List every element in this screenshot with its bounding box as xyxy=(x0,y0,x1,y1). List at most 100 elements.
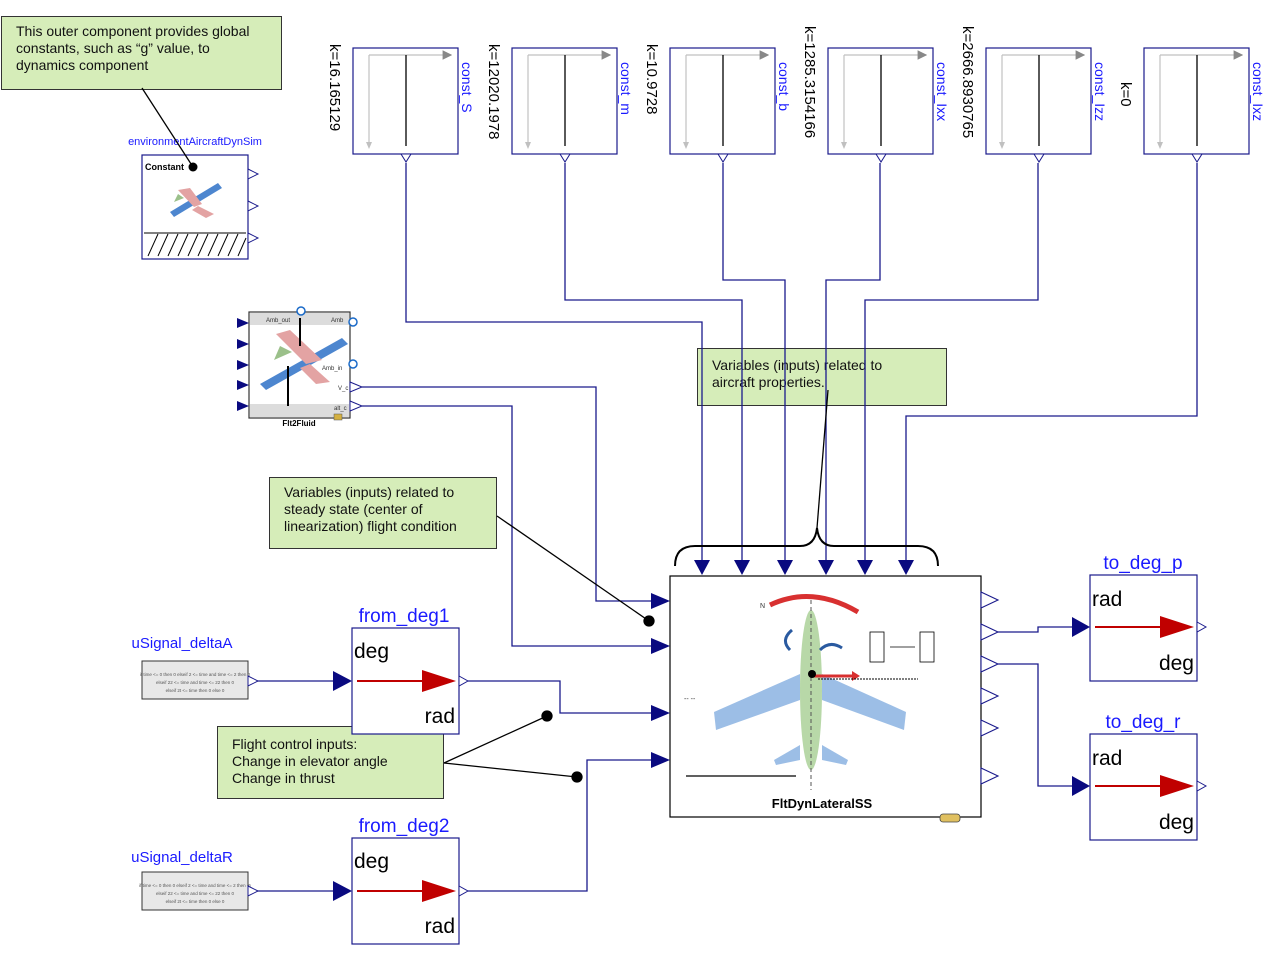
signal-block-deltaA[interactable]: uSignal_deltaA if time <= 0 then 0 elsei… xyxy=(132,635,260,700)
svg-text:N: N xyxy=(760,603,765,610)
flt2fluid-connector-top[interactable] xyxy=(296,306,306,316)
main-block-name: FltDynLateralSS xyxy=(772,796,873,811)
converter-output-port[interactable] xyxy=(458,675,470,687)
control-note-anchor-1 xyxy=(541,710,553,722)
signal-table-line: elseif 22 <= time and time <= 22 then 0 xyxy=(156,891,235,896)
signal-name: uSignal_deltaA xyxy=(132,635,233,652)
environment-block-name: environmentAircraftDynSim xyxy=(128,136,262,148)
constant-k-label: k=12020.1978 xyxy=(485,44,502,140)
flt2fluid-bottom-band xyxy=(250,404,349,417)
converter-to-deg-r[interactable]: to_deg_r rad deg xyxy=(1072,712,1208,841)
note-flight-control: Flight control inputs: Change in elevato… xyxy=(217,726,444,799)
constant-name: const_Ixz xyxy=(1250,62,1266,121)
wire-const-S xyxy=(405,163,703,562)
converter-out-unit: deg xyxy=(1159,652,1194,675)
main-airplane-icon: N -- -- xyxy=(684,594,935,790)
environment-output-ports[interactable] xyxy=(247,168,260,244)
steady-note-leader xyxy=(496,515,650,622)
wires xyxy=(250,163,1198,892)
constant-k-label: k=16.165129 xyxy=(326,44,343,131)
converter-in-unit: deg xyxy=(354,640,389,663)
converter-name: to_deg_p xyxy=(1103,553,1182,574)
flt2fluid-port-amb-in: Amb_in xyxy=(322,366,342,372)
signal-table-line: elseif 2t <= time then 0 else 0 xyxy=(166,899,225,904)
constant-output-port[interactable] xyxy=(717,153,729,163)
converter-name: from_deg2 xyxy=(359,816,450,837)
control-note-anchor-2 xyxy=(571,771,583,783)
converter-input-port[interactable] xyxy=(333,671,352,691)
main-block[interactable]: N -- -- FltDynLateralSS xyxy=(651,527,1000,823)
converter-arrow-icon xyxy=(1160,775,1194,797)
flt2fluid-port-alt: alt_c xyxy=(334,406,347,412)
wire-to-deg-r xyxy=(998,663,1072,787)
signal-frame xyxy=(141,660,249,700)
signal-table-line: if time <= 0 then 0 elseif 2 <= time and… xyxy=(140,672,251,677)
environment-airplane-icon xyxy=(170,183,222,218)
wire-const-b xyxy=(722,163,786,562)
flt2fluid-input-ports[interactable] xyxy=(237,318,249,411)
flt2fluid-info-badge xyxy=(333,413,343,421)
converter-arrow-icon xyxy=(422,670,456,692)
constant-block-b[interactable]: const_b k=10.9728 xyxy=(643,44,792,163)
converter-output-port[interactable] xyxy=(1196,621,1208,633)
converter-from-deg1[interactable]: from_deg1 deg rad xyxy=(333,606,470,735)
converter-from-deg2[interactable]: from_deg2 deg rad xyxy=(333,816,470,945)
flt2fluid-connector-right-mid[interactable] xyxy=(348,359,358,369)
environment-block[interactable]: environmentAircraftDynSim Constant xyxy=(128,136,262,260)
converter-input-port[interactable] xyxy=(333,881,352,901)
main-right-output-ports[interactable] xyxy=(980,591,1000,785)
constant-k-label: k=10.9728 xyxy=(643,44,660,114)
aircraft-note-leader xyxy=(816,389,829,529)
converter-output-port[interactable] xyxy=(458,885,470,897)
environment-inner-label: Constant xyxy=(145,162,184,172)
wire-const-Ixx xyxy=(825,163,881,562)
converter-input-port[interactable] xyxy=(1072,617,1090,637)
signal-output-port[interactable] xyxy=(247,675,260,687)
signal-frame xyxy=(141,871,249,911)
converter-output-port[interactable] xyxy=(1196,780,1208,792)
main-top-input-ports[interactable] xyxy=(694,560,914,575)
control-note-leader-2 xyxy=(443,762,578,778)
flt2fluid-airplane-icon xyxy=(260,318,348,406)
note-aircraft-properties: Variables (inputs) related to aircraft p… xyxy=(697,348,947,406)
converter-arrow-icon xyxy=(1160,616,1194,638)
constant-output-port[interactable] xyxy=(559,153,571,163)
main-left-input-ports[interactable] xyxy=(651,593,670,768)
converter-input-port[interactable] xyxy=(1072,776,1090,796)
converter-out-unit: rad xyxy=(425,705,455,728)
constant-output-port[interactable] xyxy=(875,153,887,163)
signal-output-port[interactable] xyxy=(247,885,260,897)
converter-out-unit: rad xyxy=(425,915,455,938)
wire-flt2fluid-v xyxy=(362,386,655,602)
converter-in-unit: deg xyxy=(354,850,389,873)
flt2fluid-block-name: Flt2Fluid xyxy=(282,419,315,428)
converter-arrow-icon xyxy=(422,880,456,902)
wire-from-deg2 xyxy=(468,759,655,892)
constant-output-port[interactable] xyxy=(1033,153,1045,163)
flt2fluid-output-ports[interactable] xyxy=(349,381,364,412)
control-note-leader-1 xyxy=(443,715,548,764)
note-environment: This outer component provides global con… xyxy=(1,16,282,90)
signal-name: uSignal_deltaR xyxy=(131,849,233,866)
constant-output-port[interactable] xyxy=(1191,153,1203,163)
constant-output-port[interactable] xyxy=(400,153,412,163)
constant-block-Ixz[interactable]: const_Ixz k=0 xyxy=(1117,47,1266,163)
wire-from-deg1 xyxy=(468,680,655,714)
constant-block-Izz[interactable]: const_Izz k=2666.8930765 xyxy=(959,26,1108,163)
wire-const-m xyxy=(564,163,743,562)
converter-to-deg-p[interactable]: to_deg_p rad deg xyxy=(1072,553,1208,682)
constant-name: const_Ixx xyxy=(934,62,950,121)
flt2fluid-port-amb: Amb xyxy=(331,318,344,324)
constant-k-label: k=1285.3154166 xyxy=(801,26,818,138)
constant-name: const_b xyxy=(776,62,792,111)
flt2fluid-block[interactable]: Amb_out Amb Amb_in V_c alt_c Flt2Fluid xyxy=(237,306,364,428)
constant-block-Ixx[interactable]: const_Ixx k=1285.3154166 xyxy=(801,26,950,163)
constant-block-m[interactable]: const_m k=12020.1978 xyxy=(485,44,634,163)
converter-name: from_deg1 xyxy=(359,606,450,627)
signal-block-deltaR[interactable]: uSignal_deltaR if time <= 0 then 0 elsei… xyxy=(131,849,260,911)
steady-note-anchor xyxy=(643,615,655,627)
constant-block-S[interactable]: const_S k=16.165129 xyxy=(326,44,475,163)
flt2fluid-connector-right-top[interactable] xyxy=(348,317,358,327)
environment-note-leader xyxy=(141,87,194,168)
